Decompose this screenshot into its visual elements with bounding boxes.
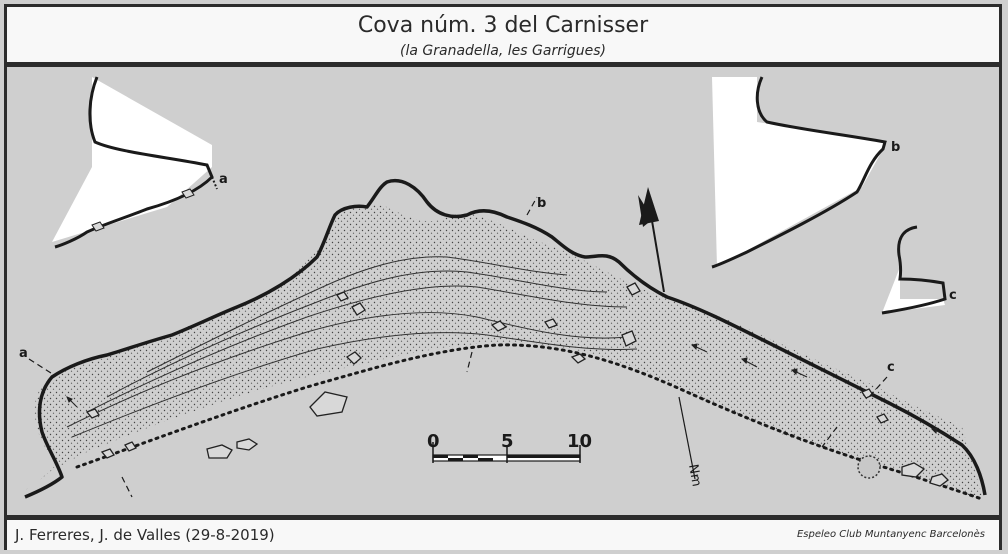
- page-title: Cova núm. 3 del Carnisser: [357, 13, 649, 38]
- cave-floor: [25, 205, 982, 495]
- club-credit: Espeleo Club Muntanyenc Barcelonès: [796, 529, 985, 540]
- marker-label-a: a: [19, 346, 28, 361]
- section-label-a: a: [219, 172, 228, 187]
- cross-section-b: b: [711, 76, 900, 269]
- page-subtitle: (la Granadella, les Garrigues): [400, 43, 606, 59]
- scale-tick-0: 0: [427, 431, 440, 452]
- authors-credit: J. Ferreres, J. de Valles (29-8-2019): [15, 526, 275, 544]
- scale-bar: 0 5 10: [427, 431, 592, 463]
- slope-arrows: [66, 343, 948, 436]
- cross-section-c: c: [881, 225, 957, 315]
- marker-label-c: c: [887, 360, 895, 375]
- scale-tick-5: 5: [501, 431, 514, 452]
- cross-section-a: a: [52, 75, 228, 249]
- scale-tick-10: 10: [567, 431, 592, 452]
- cave-plan-svg: Nm a b c a: [19, 75, 987, 501]
- marker-label-b: b: [537, 196, 546, 211]
- cave-map: Nm a b c a: [7, 67, 999, 515]
- section-label-b: b: [891, 140, 900, 155]
- north-label: Nm: [685, 463, 704, 488]
- section-markers: [28, 196, 888, 498]
- map-frame: Cova núm. 3 del Carnisser (la Granadella…: [4, 4, 1002, 550]
- footer: J. Ferreres, J. de Valles (29-8-2019) Es…: [7, 515, 999, 550]
- pit-symbol: [857, 455, 881, 479]
- north-arrow: Nm: [638, 187, 704, 488]
- cave-wall: [24, 179, 987, 499]
- contour-lines: [66, 256, 638, 438]
- boulders: [85, 282, 949, 487]
- header: Cova núm. 3 del Carnisser (la Granadella…: [7, 7, 999, 67]
- section-label-c: c: [949, 288, 957, 303]
